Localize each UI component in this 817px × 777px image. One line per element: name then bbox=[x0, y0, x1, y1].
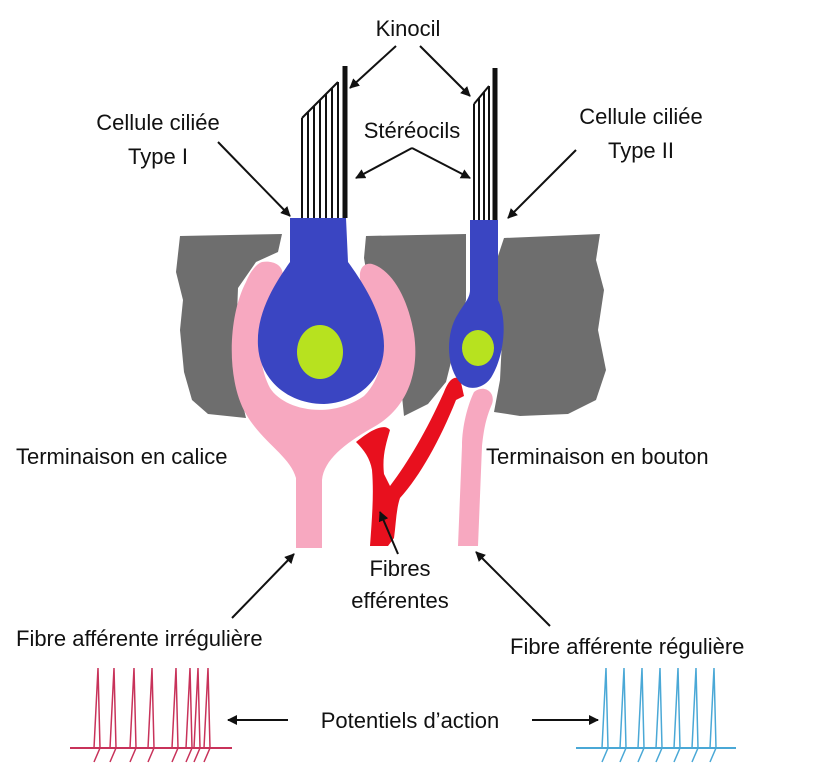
calyx-terminal bbox=[231, 261, 416, 548]
label-calyx: Terminaison en calice bbox=[16, 444, 228, 469]
calyx-ending bbox=[231, 261, 416, 548]
regular-spike-train bbox=[576, 667, 736, 763]
label-bouton: Terminaison en bouton bbox=[486, 444, 709, 469]
label-kinocil: Kinocil bbox=[376, 16, 441, 41]
hair-cell-type-2-stereocilia bbox=[473, 85, 490, 220]
hair-cell-type-1-body bbox=[257, 218, 384, 404]
leader-arrows bbox=[217, 45, 599, 725]
arrow-type2 bbox=[507, 149, 577, 219]
support-cell-right bbox=[494, 234, 606, 416]
hair-cell-type-2-nucleus bbox=[462, 330, 494, 366]
label-type2-line2: Type II bbox=[608, 138, 674, 163]
label-type2-line1: Cellule ciliée bbox=[579, 104, 703, 129]
arrow-irregular bbox=[231, 553, 295, 619]
hair-cell-type-1-stereocilia bbox=[301, 81, 339, 218]
label-type1-line1: Cellule ciliée bbox=[96, 110, 220, 135]
bouton-afferent-fiber bbox=[458, 388, 493, 546]
arrow-regular bbox=[475, 551, 551, 627]
hair-cell-type-1-nucleus bbox=[297, 325, 343, 379]
support-cell-left bbox=[176, 234, 282, 418]
label-efferent-line1: Fibres bbox=[369, 556, 430, 581]
label-efferent-line2: efférentes bbox=[351, 588, 448, 613]
arrow-efferent bbox=[378, 511, 399, 555]
label-action-potentials: Potentiels d’action bbox=[321, 708, 500, 733]
label-afferent-irregular: Fibre afférente irrégulière bbox=[16, 626, 263, 651]
arrow-stereocils-right bbox=[411, 147, 471, 179]
hair-cell-type-1 bbox=[257, 66, 384, 404]
arrow-stereocils-left bbox=[355, 147, 413, 179]
hair-cell-type-2 bbox=[449, 68, 504, 388]
arrow-type1 bbox=[217, 141, 291, 217]
label-stereocils: Stéréocils bbox=[364, 118, 461, 143]
arrow-kinocil-right bbox=[419, 45, 471, 97]
efferent-fibers bbox=[356, 377, 464, 546]
labels: Kinocil Stéréocils Cellule ciliée Type I… bbox=[16, 16, 744, 733]
supporting-cells bbox=[176, 234, 606, 418]
label-afferent-regular: Fibre afférente régulière bbox=[510, 634, 744, 659]
arrow-kinocil-left bbox=[349, 45, 397, 89]
irregular-spike-train bbox=[70, 667, 232, 763]
label-type1-line2: Type I bbox=[128, 144, 188, 169]
